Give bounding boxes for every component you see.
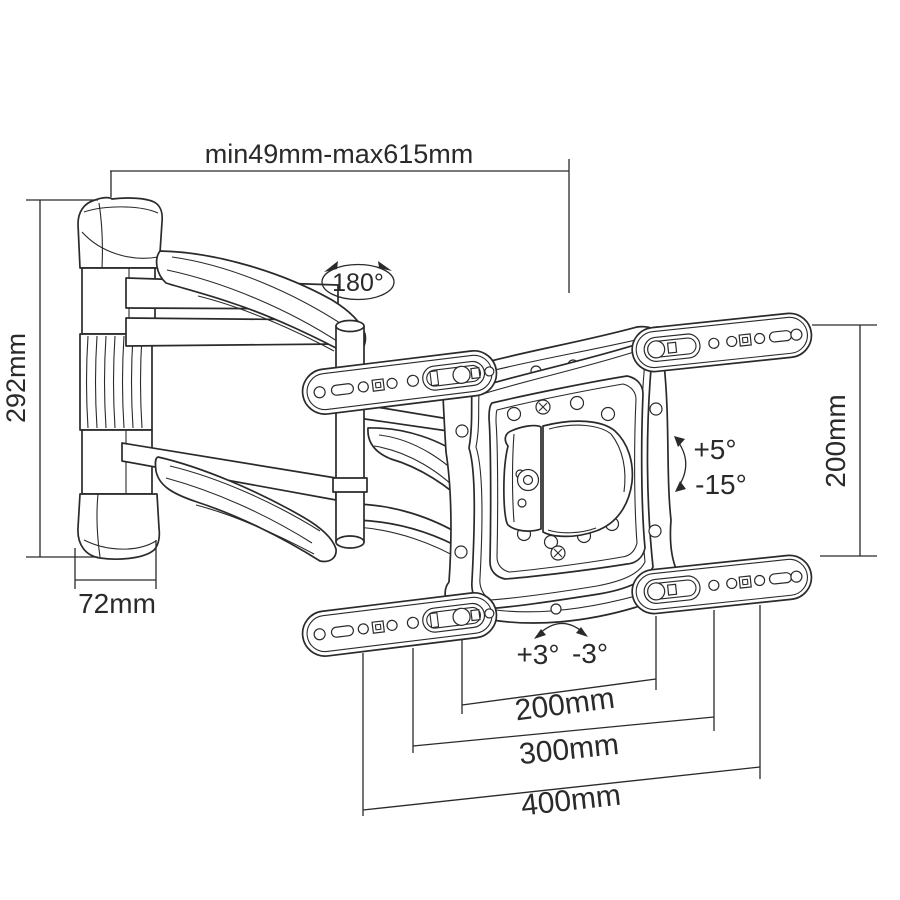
screw-bottom xyxy=(550,545,566,561)
level-arrow-right-icon xyxy=(576,627,588,637)
pivot-post-bottom-cap xyxy=(335,535,365,549)
plate-edge-hole xyxy=(648,524,662,538)
dim-extension-range: min49mm-max615mm xyxy=(110,139,570,293)
forearm-lower-band xyxy=(351,503,465,551)
dim-tilt-down-label: -15° xyxy=(695,469,747,500)
tilt-bracket-body xyxy=(542,420,634,538)
swivel-arrow-left-icon xyxy=(324,261,338,272)
knuckle-screw xyxy=(517,498,527,508)
wall-plate xyxy=(77,196,164,560)
dim-tilt: +5° -15° xyxy=(674,434,747,500)
dim-plate-height-label: 292mm xyxy=(1,333,31,423)
lower-arm xyxy=(121,442,337,563)
pivot-post-top-cap xyxy=(335,319,365,333)
dim-hole-span-400-label: 400mm xyxy=(519,779,622,823)
ring-hole xyxy=(569,395,585,411)
mounting-rail-top-right xyxy=(629,310,815,375)
dim-swivel: 180° xyxy=(321,261,395,301)
dim-plate-width-label: 72mm xyxy=(78,588,156,619)
dim-level-plus-label: +3° xyxy=(516,639,559,670)
dim-level-minus-label: -3° xyxy=(572,638,608,669)
dim-plate-height: 292mm xyxy=(1,199,98,558)
dim-vesa-height: 200mm xyxy=(812,324,877,557)
tilt-arrow-down-icon xyxy=(675,481,686,492)
dim-extension-range-label: min49mm-max615mm xyxy=(205,139,474,169)
lower-arm-cover xyxy=(154,456,337,563)
ring-hole xyxy=(600,406,616,422)
plate-edge-hole xyxy=(455,424,469,438)
upper-arm xyxy=(125,250,367,358)
dim-vesa-width-label: 200mm xyxy=(513,682,616,728)
dim-swivel-label: 180° xyxy=(332,269,384,297)
ring-hole xyxy=(506,406,522,422)
mounting-rail-bottom-left xyxy=(299,589,500,660)
dim-level-adjust: +3° -3° xyxy=(516,622,608,670)
pivot-post-collar xyxy=(332,477,368,493)
tilt-arrow-up-icon xyxy=(674,436,685,447)
plate-edge-hole xyxy=(649,402,663,416)
screw-top xyxy=(535,399,551,415)
level-arrow-left-icon xyxy=(534,629,546,639)
dim-vesa-width-200: 200mm xyxy=(461,616,657,728)
dim-vesa-height-label: 200mm xyxy=(820,394,851,487)
swivel-arrow-right-icon xyxy=(378,261,392,271)
pivot-post-body xyxy=(335,325,365,543)
wall-plate-top-cap xyxy=(77,196,164,269)
tilt-bracket xyxy=(503,420,634,538)
bridge-hole xyxy=(550,603,562,615)
pivot-post xyxy=(332,319,368,549)
dim-tilt-up-label: +5° xyxy=(693,434,736,465)
plate-edge-hole xyxy=(454,545,468,559)
dim-plate-width: 72mm xyxy=(74,540,157,619)
